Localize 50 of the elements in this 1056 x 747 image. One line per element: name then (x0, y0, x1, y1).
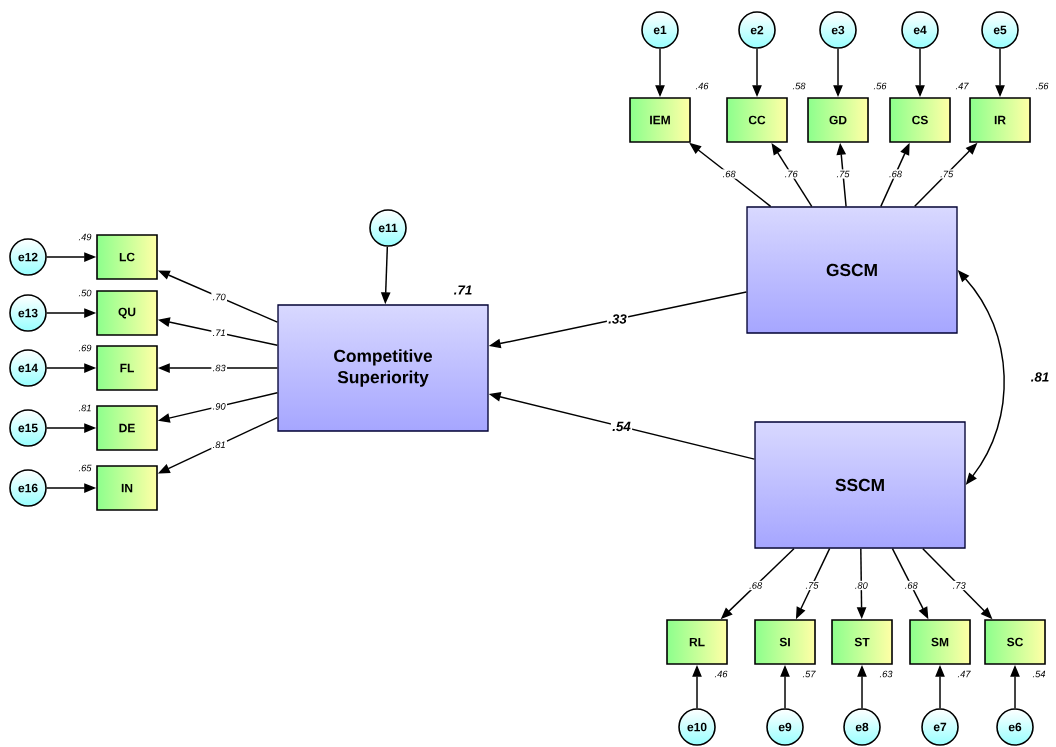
edge-label: .75 (938, 169, 955, 179)
value-label: .54 (1032, 670, 1046, 678)
indicator-box: IN (96, 465, 158, 511)
edge-label: .76 (783, 169, 800, 179)
indicator-box: SC (984, 619, 1046, 665)
indicator-box: ST (831, 619, 893, 665)
value-label: .47 (957, 670, 971, 678)
indicator-box: GD (807, 97, 869, 143)
edge-label: .73 (951, 580, 968, 591)
value-label: .56 (1035, 82, 1049, 90)
edge-label: .80 (853, 580, 870, 591)
value-label: .50 (78, 289, 92, 297)
edge-label: .75 (835, 169, 851, 179)
edge-label: .68 (887, 169, 904, 179)
indicator-box: SM (909, 619, 971, 665)
indicator-box: IEM (629, 97, 691, 143)
indicator-box: IR (969, 97, 1031, 143)
indicator-box: CS (889, 97, 951, 143)
value-label: .57 (802, 670, 816, 678)
indicator-box: LC (96, 234, 158, 280)
edge-label: .81 (211, 440, 227, 450)
value-label: .63 (879, 670, 893, 678)
indicator-box: SI (754, 619, 816, 665)
value-label: .58 (792, 82, 806, 90)
value-label: .46 (695, 82, 709, 90)
value-label: .71 (454, 285, 472, 295)
value-label: .47 (955, 82, 969, 90)
value-label: .49 (78, 233, 92, 241)
latent-variable-box: SSCM (754, 421, 966, 549)
value-label: .69 (78, 344, 92, 352)
indicator-box: RL (666, 619, 728, 665)
value-label: .81 (78, 404, 91, 412)
value-label: .56 (873, 82, 887, 90)
edge-label: .70 (211, 292, 227, 302)
indicator-box: QU (96, 290, 158, 336)
value-label: .46 (714, 670, 728, 678)
latent-variable-box: GSCM (746, 206, 958, 334)
edge-label: .71 (211, 328, 227, 338)
edge-label: .68 (903, 580, 920, 591)
indicator-box: DE (96, 405, 158, 451)
edge-label: .75 (804, 580, 820, 591)
latent-variable-box: Competitive Superiority (277, 304, 489, 432)
edge-label: .68 (721, 169, 737, 179)
indicator-box: FL (96, 345, 158, 391)
edge-label: .83 (211, 363, 227, 373)
indicator-box: CC (726, 97, 788, 143)
edge-label: .90 (211, 401, 227, 412)
edge-label: .68 (747, 580, 764, 591)
edge-label: .33 (606, 312, 629, 326)
value-label: .65 (78, 464, 92, 472)
